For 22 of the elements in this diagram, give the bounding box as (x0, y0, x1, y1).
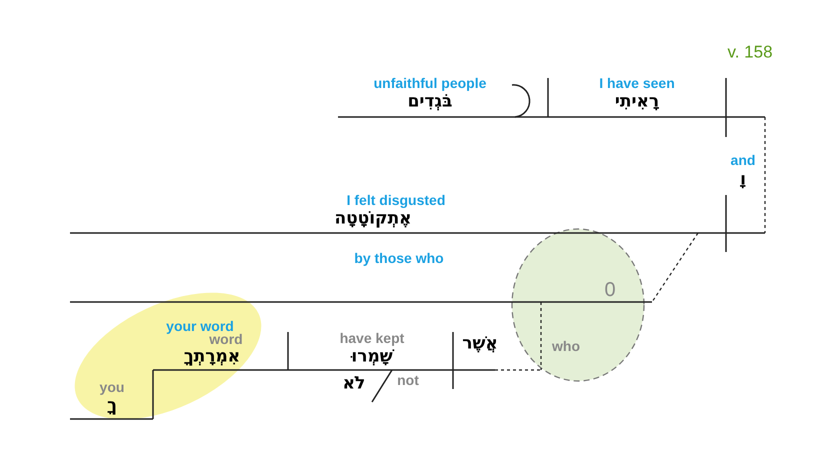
gloss-label: have kept (340, 331, 404, 345)
gloss-label: and (730, 153, 756, 167)
placeholder-symbol: 0 (604, 280, 616, 300)
gloss-label: I felt disgusted (346, 193, 446, 207)
gloss-label: word (209, 332, 243, 346)
hebrew-word: אֶתְקוֹטָטָה (334, 210, 412, 228)
gloss-label: who (552, 339, 580, 353)
gloss-label: by those who (354, 251, 444, 265)
hebrew-word: לֹא (342, 376, 366, 392)
verse-number: v. 158 (727, 44, 773, 60)
gloss-label: unfaithful people (374, 76, 486, 90)
gloss-label: I have seen (599, 76, 675, 90)
gloss-label: your word (166, 319, 234, 333)
hebrew-word: שָׁמְרוּ (351, 348, 393, 366)
hebrew-word: אֲשֶׁר (462, 336, 498, 352)
hebrew-word: רָאִיתִי (614, 94, 660, 110)
hebrew-word: ךָ (107, 398, 117, 414)
hebrew-word: בֹּגְדִים (408, 94, 452, 110)
gloss-label: you (100, 380, 124, 394)
gloss-label: not (397, 373, 419, 387)
hebrew-word: וָ (740, 172, 746, 188)
hebrew-word: אִמְרָתְךָ (184, 348, 240, 366)
